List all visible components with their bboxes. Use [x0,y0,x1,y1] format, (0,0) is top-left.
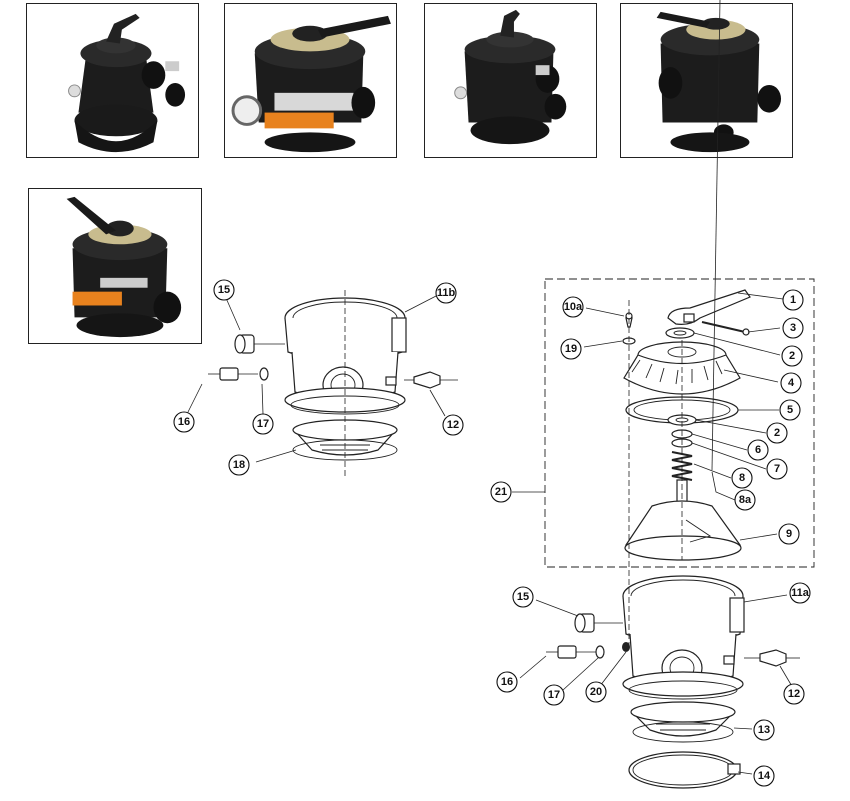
svg-text:4: 4 [788,377,795,389]
svg-text:9: 9 [786,528,792,540]
svg-text:12: 12 [447,419,459,431]
svg-text:18: 18 [233,459,245,471]
right-gauge-15 [574,613,623,633]
valve-photo-2 [224,3,397,158]
svg-text:13: 13 [758,724,770,736]
svg-text:15: 15 [218,284,230,296]
callout-right-2a: 2 [781,345,803,367]
svg-text:6: 6 [755,444,761,456]
right-diverter-9 [624,479,742,561]
right-plug-16 [546,645,596,659]
svg-text:11b: 11b [437,287,456,299]
callout-right-3: 3 [782,317,804,339]
callout-right-19: 19 [560,338,582,360]
valve-photo-1 [26,3,199,158]
callout-right-17: 17 [543,684,565,706]
svg-text:10a: 10a [564,301,583,313]
valve-photo-3 [424,3,597,158]
svg-text:3: 3 [790,322,796,334]
callout-right-8a: 8a [734,489,756,511]
left-oring-17 [259,367,269,381]
valve-photo-5 [28,188,202,344]
svg-text:17: 17 [548,689,560,701]
svg-text:15: 15 [517,591,529,603]
callout-right-13: 13 [753,719,775,741]
valve-photo-4 [620,3,793,158]
callout-left-11b: 11b [435,282,457,304]
right-valve-body-11a [622,575,745,700]
callout-right-21: 21 [490,481,512,503]
svg-text:2: 2 [789,350,795,362]
callout-right-12: 12 [783,683,805,705]
callout-right-2b: 2 [766,422,788,444]
callout-left-18: 18 [228,454,250,476]
callout-left-16: 16 [173,411,195,433]
svg-text:16: 16 [501,676,513,688]
callout-right-14: 14 [753,765,775,787]
left-gauge-15 [234,334,285,354]
svg-text:14: 14 [758,770,771,782]
callout-right-20: 20 [585,681,607,703]
svg-text:20: 20 [590,686,602,698]
svg-text:8: 8 [739,472,745,484]
svg-text:21: 21 [495,486,507,498]
left-valve-12 [404,371,458,389]
svg-text:1: 1 [790,294,796,306]
right-valve-12 [744,649,800,667]
callout-right-8: 8 [731,467,753,489]
right-clamp-14 [628,751,741,789]
callout-right-16: 16 [496,671,518,693]
callout-right-9: 9 [778,523,800,545]
callout-right-10a: 10a [562,296,584,318]
svg-text:7: 7 [774,463,780,475]
svg-text:8a: 8a [739,494,752,506]
callout-left-17: 17 [252,413,274,435]
right-oring-17 [595,645,605,659]
callout-right-15: 15 [512,586,534,608]
right-oring-20 [622,642,630,652]
svg-text:12: 12 [788,688,800,700]
callout-right-4: 4 [780,372,802,394]
svg-text:17: 17 [257,418,269,430]
callout-left-15: 15 [213,279,235,301]
svg-text:2: 2 [774,427,780,439]
left-valve-body [284,290,407,478]
right-washer-2a [665,327,695,339]
right-strainer-13 [630,701,736,743]
callout-right-1: 1 [782,289,804,311]
right-pin-10a [625,312,633,328]
svg-text:5: 5 [787,404,793,416]
svg-text:19: 19 [565,343,577,355]
callout-right-6: 6 [747,439,769,461]
assembly-21-boundary [544,278,815,568]
callout-right-11a: 11a [789,582,811,604]
right-handle-1 [667,289,751,325]
callout-left-12: 12 [442,414,464,436]
callout-right-7: 7 [766,458,788,480]
svg-text:11a: 11a [791,587,810,599]
right-screw-3 [701,321,750,336]
callout-right-5: 5 [779,399,801,421]
svg-text:16: 16 [178,416,190,428]
left-plug-16 [208,367,258,381]
